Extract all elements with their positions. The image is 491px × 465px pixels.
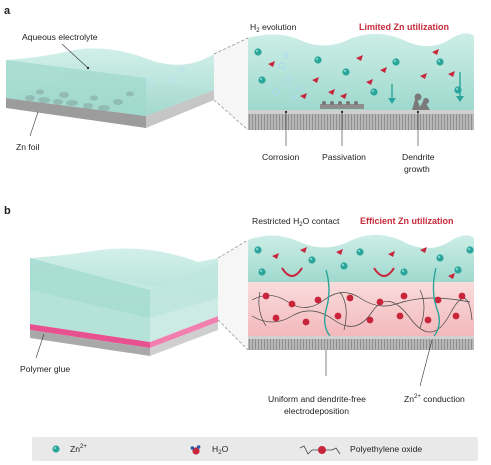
limited-utilization-label: Limited Zn utilization [359, 22, 449, 32]
legend-water-label: H2O [212, 444, 229, 456]
restricted-label: Restricted H2O contact [252, 216, 340, 228]
legend-zn-label: Zn2+ [70, 444, 87, 454]
water-molecule-icon [190, 445, 201, 455]
conduction-label: Zn2+ conduction [404, 394, 465, 404]
aqueous-pointer [61, 43, 89, 69]
h2-evolution-label: H2 evolution [250, 22, 297, 34]
aqueous-label: Aqueous electrolyte [22, 32, 98, 42]
glue-label: Polymer glue [20, 364, 70, 374]
legend: Zn2+ H2O Polyethylene oxide [32, 437, 478, 461]
efficient-utilization-label: Efficient Zn utilization [360, 216, 454, 226]
dendrite-label-2: growth [404, 164, 430, 174]
panel-b-letter: b [4, 205, 11, 217]
glue-pointer [35, 333, 45, 359]
zn-foil-block-a [6, 48, 214, 128]
zoom-panel-b [248, 234, 474, 387]
corrosion-label: Corrosion [262, 152, 299, 162]
peo-chain-icon [299, 445, 341, 455]
foil-label: Zn foil [16, 142, 39, 152]
dendrite-label-1: Dendrite [402, 152, 435, 162]
zn-foil-block-b [30, 248, 218, 356]
panel-a-letter: a [4, 5, 11, 17]
zn-ion-icon [52, 445, 60, 453]
uniform-label-1: Uniform and dendrite-free [268, 394, 366, 404]
uniform-label-2: electrodeposition [284, 406, 349, 416]
legend-peo-label: Polyethylene oxide [350, 444, 422, 454]
foil-pointer [29, 111, 39, 137]
zoom-panel-a [248, 33, 474, 146]
passivation-label: Passivation [322, 152, 366, 162]
